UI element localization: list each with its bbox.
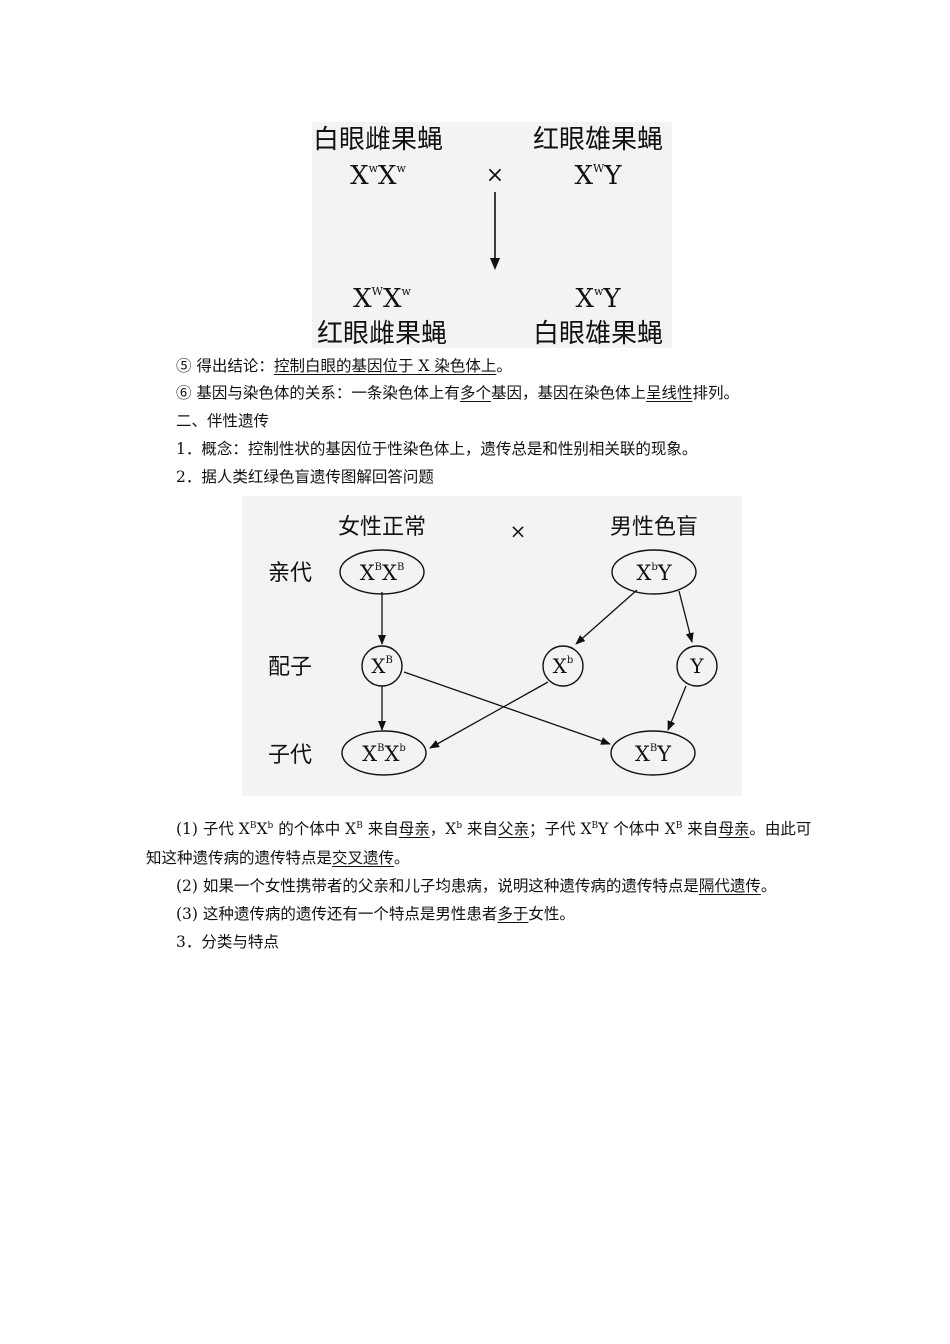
arrow-male-to-y-gamete xyxy=(678,590,694,643)
concept-line: 1．概念：控制性状的基因位于性染色体上，遗传总是和性别相关联的现象。 xyxy=(176,440,698,458)
inheritance-arrows xyxy=(378,589,694,749)
gamete-male-y-circle xyxy=(676,645,718,687)
fruit-fly-cross-figure: 白眼雌果蝇 红眼雄果蝇 XwXw × XWY XWXw XwY 红眼雌果蝇 白眼… xyxy=(312,122,672,348)
fruit-fly-cross-diagram: 白眼雌果蝇 红眼雄果蝇 XwXw × XWY XWXw XwY 红眼雌果蝇 白眼… xyxy=(313,125,663,348)
question2-line: (2) 如果一个女性携带者的父亲和儿子均患病，说明这种遗传病的遗传特点是隔代遗传… xyxy=(176,877,777,895)
arrow-y-to-son xyxy=(667,685,687,731)
female-normal-label: 女性正常 xyxy=(338,515,426,540)
item6-end: 排列。 xyxy=(692,384,739,402)
gamete-male-x-circle xyxy=(542,645,584,687)
parent-male-genotype: XWY xyxy=(575,161,623,191)
item3-line: 3．分类与特点 xyxy=(176,933,279,951)
down-arrow xyxy=(490,192,500,270)
row-label-offspring: 子代 xyxy=(268,743,312,768)
gene-chromosome-relation-line: ⑥ 基因与染色体的关系：一条染色体上有多个基因，基因在染色体上呈线性排列。 xyxy=(176,383,739,403)
parent-male-label: 红眼雄果蝇 xyxy=(533,125,663,155)
question1-line1: (1) 子代 XBXb 的个体中 XB 来自母亲，Xb 来自父亲；子代 XBY … xyxy=(176,820,812,838)
section2-title: 二、伴性遗传 xyxy=(176,412,270,430)
q3-answer: 多于 xyxy=(497,905,529,923)
item2-line: 2．据人类红绿色盲遗传图解回答问题 xyxy=(176,468,434,486)
gamete-male-y-genotype: Y xyxy=(689,654,704,678)
parent-female-genotype-2: XBXB xyxy=(360,561,405,585)
parent-female-label: 白眼雌果蝇 xyxy=(313,125,443,155)
gamete-female-circle xyxy=(361,645,403,687)
q1-answer-cross-inheritance: 交叉遗传 xyxy=(332,849,395,867)
gamete-male-x-genotype: Xb xyxy=(553,654,574,678)
arrow-xb-to-daughter xyxy=(429,681,549,749)
item6-answer2: 呈线性 xyxy=(645,384,693,402)
question1-line2: 知这种遗传病的遗传特点是交叉遗传。 xyxy=(146,849,410,867)
item6-answer1: 多个 xyxy=(459,384,491,402)
child-male-genotype: XwY xyxy=(575,284,621,314)
arrow-male-to-xb-gamete xyxy=(575,589,638,645)
parent-male-genotype-2: XbY xyxy=(636,561,672,585)
child-male-label: 白眼雄果蝇 xyxy=(533,319,663,348)
parent-male-ellipse xyxy=(611,549,697,595)
conclusion-line: ⑤ 得出结论：控制白眼的基因位于 X 染色体上。 xyxy=(176,356,512,376)
child-male-genotype-2: XBY xyxy=(635,742,672,766)
item5-answer: 控制白眼的基因位于 X 染色体上 xyxy=(273,357,497,375)
gamete-female-genotype: XB xyxy=(371,654,393,678)
cross-symbol-2: × xyxy=(510,519,527,543)
parent-female-ellipse xyxy=(339,549,425,595)
item6-mid: 基因，基因在染色体上 xyxy=(490,384,646,402)
cross-symbol: × xyxy=(486,163,504,188)
q1-answer-mother-2: 母亲 xyxy=(718,820,750,838)
q2-answer: 隔代遗传 xyxy=(698,877,761,895)
q1-answer-mother: 母亲 xyxy=(398,820,430,838)
question3-line: (3) 这种遗传病的遗传还有一个特点是男性患者多于女性。 xyxy=(176,905,575,923)
child-female-ellipse xyxy=(341,730,427,776)
row-label-parent: 亲代 xyxy=(268,561,312,586)
parent-female-genotype: XwXw xyxy=(350,161,406,191)
male-colorblind-label: 男性色盲 xyxy=(610,515,698,540)
item6-prefix: ⑥ 基因与染色体的关系：一条染色体上有 xyxy=(176,384,460,402)
colorblind-inheritance-figure: 女性正常 × 男性色盲 亲代 配子 子代 XBXB XbY XB Xb Y X xyxy=(242,496,742,796)
child-female-label: 红眼雌果蝇 xyxy=(317,319,447,348)
child-female-genotype-2: XBXb xyxy=(362,742,406,766)
colorblind-inheritance-diagram: 女性正常 × 男性色盲 亲代 配子 子代 XBXB XbY XB Xb Y X xyxy=(268,515,718,776)
arrow-xB-to-son xyxy=(403,671,611,745)
child-male-ellipse xyxy=(610,730,696,776)
row-label-gamete: 配子 xyxy=(268,655,312,680)
q1-answer-father: 父亲 xyxy=(498,820,530,838)
item5-end: 。 xyxy=(496,357,512,375)
item5-prefix: ⑤ 得出结论： xyxy=(176,357,274,375)
child-female-genotype: XWXw xyxy=(353,284,411,314)
